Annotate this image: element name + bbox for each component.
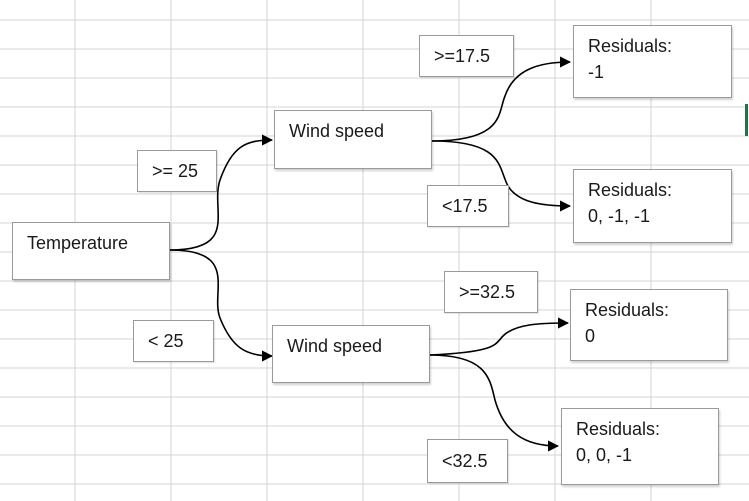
node-wind-speed-high-label: Wind speed — [289, 121, 385, 141]
edge-label-temp-lt-25: < 25 — [133, 320, 214, 362]
edge-temp-to-wind-low — [169, 249, 274, 362]
edge-temp-to-wind-high — [169, 134, 274, 251]
edge-label-temp-lt-25-text: < 25 — [148, 331, 184, 351]
edge-label-wind-lt-17-5-text: <17.5 — [442, 196, 488, 216]
leaf-residuals-3: Residuals: 0 — [570, 289, 728, 361]
leaf-residuals-1: Residuals: -1 — [573, 25, 732, 98]
leaf-residuals-4-values: 0, 0, -1 — [576, 445, 633, 465]
edge-label-wind-ge-17-5-text: >=17.5 — [434, 46, 491, 66]
cell-selection-edge — [745, 104, 748, 136]
edge-label-wind-lt-32-5-text: <32.5 — [442, 451, 488, 471]
leaf-residuals-1-title: Residuals: — [588, 36, 673, 56]
node-temperature-label: Temperature — [27, 233, 129, 253]
edge-wind-low-to-leaf4 — [429, 354, 560, 452]
node-temperature: Temperature — [12, 222, 170, 280]
edge-label-wind-lt-17-5: <17.5 — [427, 185, 509, 227]
leaf-residuals-4: Residuals: 0, 0, -1 — [561, 408, 719, 485]
edge-label-wind-ge-32-5: >=32.5 — [444, 271, 538, 313]
node-wind-speed-high: Wind speed — [274, 110, 432, 169]
edge-wind-high-to-leaf2 — [431, 140, 572, 212]
leaf-residuals-2-values: 0, -1, -1 — [588, 206, 651, 226]
edge-label-temp-ge-25-text: >= 25 — [152, 161, 199, 181]
leaf-residuals-4-title: Residuals: — [576, 419, 661, 439]
node-wind-speed-low: Wind speed — [272, 325, 430, 383]
leaf-residuals-1-values: -1 — [588, 62, 605, 82]
edge-label-temp-ge-25: >= 25 — [137, 150, 217, 192]
leaf-residuals-2-title: Residuals: — [588, 180, 673, 200]
edge-wind-low-to-leaf3 — [429, 317, 570, 356]
edge-label-wind-lt-32-5: <32.5 — [427, 439, 508, 483]
edge-wind-high-to-leaf1 — [431, 56, 572, 142]
leaf-residuals-3-values: 0 — [585, 326, 596, 346]
node-wind-speed-low-label: Wind speed — [287, 336, 383, 356]
edge-label-wind-ge-32-5-text: >=32.5 — [459, 282, 516, 302]
leaf-residuals-2: Residuals: 0, -1, -1 — [573, 169, 732, 243]
leaf-residuals-3-title: Residuals: — [585, 300, 670, 320]
edge-label-wind-ge-17-5: >=17.5 — [419, 35, 514, 77]
